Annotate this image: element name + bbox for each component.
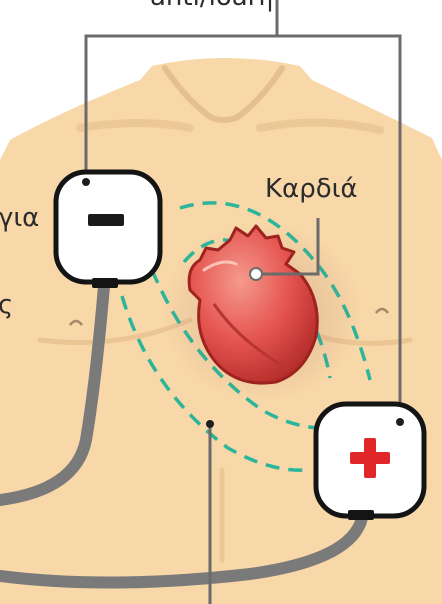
left-label-fragment-1: για <box>0 205 39 231</box>
field-pointer-dot <box>206 420 214 428</box>
heart-label-dot <box>250 268 262 280</box>
electrode-pad-positive <box>316 404 424 520</box>
left-label-fragment-2: ς <box>0 292 13 318</box>
minus-icon <box>88 214 124 226</box>
heart-label: Καρδιά <box>265 176 358 202</box>
electrode-pad-negative <box>56 172 160 288</box>
top-label-fragment: anti/ioari| <box>150 0 274 10</box>
